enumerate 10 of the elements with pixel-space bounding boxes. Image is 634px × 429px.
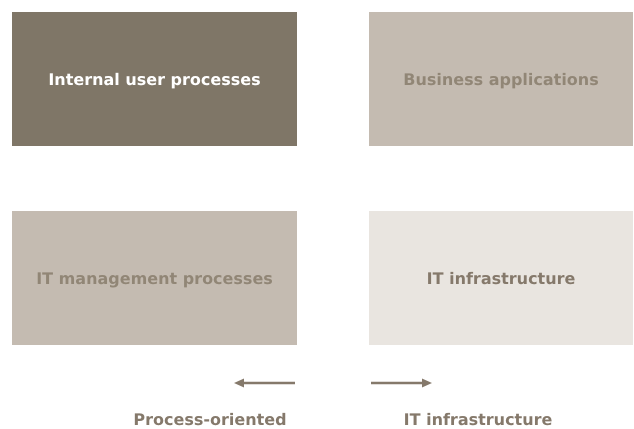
box-label: Internal user processes (48, 70, 261, 88)
axis-label: IT infrastructure (404, 410, 552, 429)
box-label: Business applications (403, 70, 599, 88)
box-label: IT management processes (36, 268, 273, 288)
process-box (369, 12, 633, 146)
box-label: IT infrastructure (426, 268, 576, 288)
process-box (369, 211, 633, 345)
axis-label: Process-oriented (133, 410, 287, 429)
process-box (12, 211, 297, 345)
process-box (12, 12, 297, 146)
